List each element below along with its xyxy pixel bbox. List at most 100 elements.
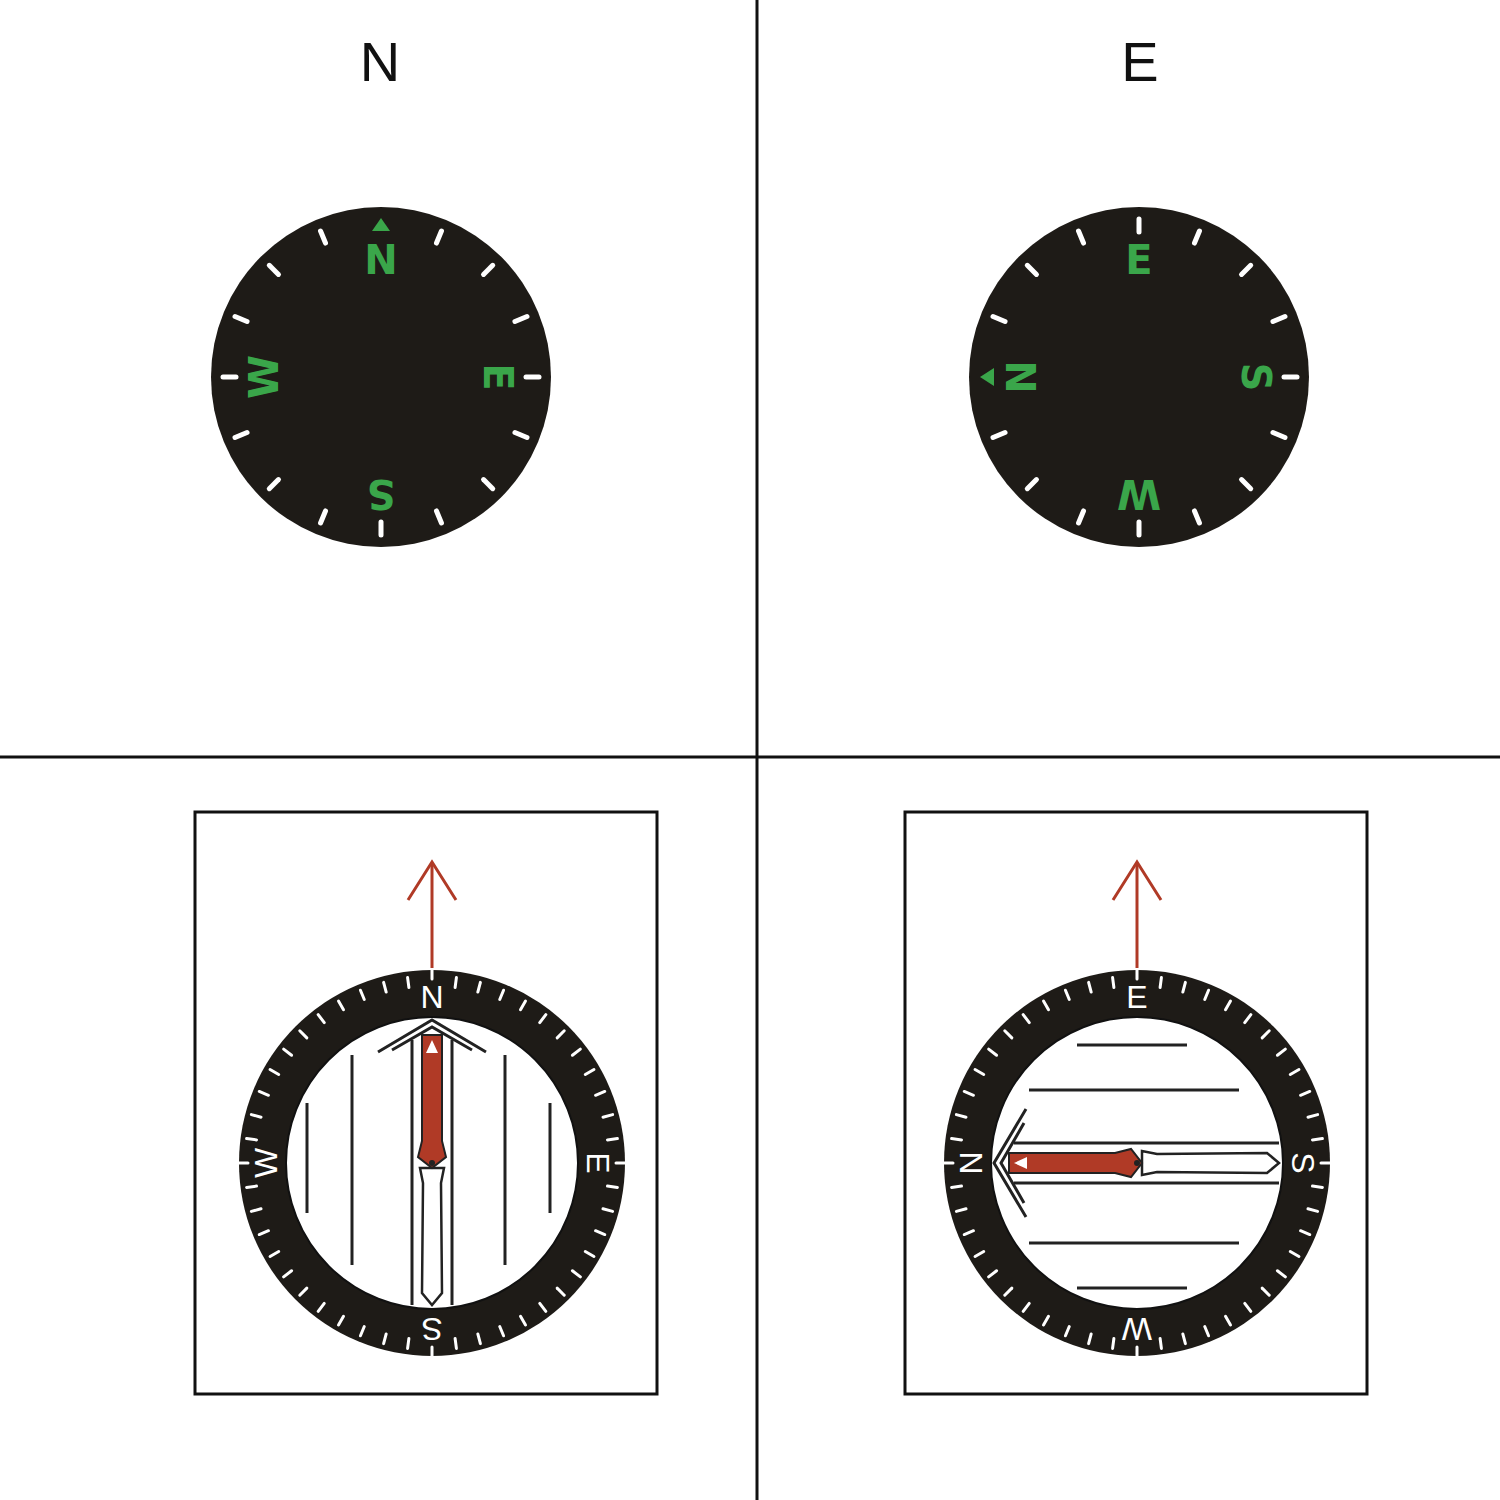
tick-mark — [379, 522, 384, 535]
tick-mark — [993, 317, 1005, 322]
tick-mark — [235, 317, 247, 322]
tick-mark — [956, 1115, 966, 1118]
dial-face — [211, 207, 551, 547]
index-mark — [1136, 970, 1139, 979]
index-mark — [944, 1162, 953, 1165]
tick-mark — [1044, 1001, 1049, 1010]
tick-mark — [251, 1115, 261, 1118]
tick-mark — [384, 982, 387, 992]
tick-mark — [235, 432, 247, 437]
tick-mark — [1308, 1115, 1318, 1118]
tick-mark — [500, 990, 504, 999]
tick-mark — [270, 1070, 279, 1075]
tick-mark — [607, 1139, 617, 1140]
tick-mark — [1160, 978, 1161, 988]
cardinal-letter: N — [955, 1151, 987, 1174]
tick-mark — [259, 1231, 268, 1235]
tick-mark — [339, 1001, 344, 1010]
tick-mark — [1023, 1015, 1029, 1023]
index-mark — [1321, 1162, 1330, 1165]
tick-mark — [500, 1327, 504, 1336]
cardinal-letter: E — [478, 363, 518, 390]
tick-mark — [300, 1288, 307, 1295]
tick-mark — [540, 1015, 546, 1023]
tick-mark — [1137, 219, 1142, 232]
tick-mark — [1273, 317, 1285, 322]
tick-mark — [1273, 432, 1285, 437]
tick-mark — [521, 1001, 526, 1010]
tick-mark — [1160, 1338, 1161, 1348]
tick-mark — [284, 1049, 292, 1055]
tick-mark — [515, 432, 527, 437]
tick-mark — [572, 1271, 580, 1277]
tick-mark — [585, 1252, 594, 1257]
tick-mark — [1027, 480, 1036, 489]
tick-mark — [484, 480, 493, 489]
tick-mark — [455, 1338, 456, 1348]
cardinal-letter: E — [1126, 981, 1147, 1013]
tick-mark — [321, 231, 326, 243]
divider-line — [756, 0, 759, 1500]
quadrant-heading: E — [1121, 34, 1158, 90]
tick-mark — [1113, 978, 1114, 988]
tick-mark — [1183, 982, 1186, 992]
cardinal-letter: W — [1122, 1313, 1152, 1345]
tick-mark — [989, 1271, 997, 1277]
tick-mark — [964, 1231, 973, 1235]
tick-mark — [1079, 511, 1084, 523]
tick-mark — [247, 1139, 257, 1140]
tick-mark — [455, 978, 456, 988]
tick-mark — [540, 1303, 546, 1311]
tick-mark — [989, 1049, 997, 1055]
tick-mark — [975, 1070, 984, 1075]
tick-mark — [318, 1303, 324, 1311]
compass-needle — [307, 1020, 550, 1305]
tick-mark — [1205, 1327, 1209, 1336]
tick-mark — [1277, 1049, 1285, 1055]
index-mark — [1136, 1347, 1139, 1356]
tick-mark — [1065, 1327, 1069, 1336]
cardinal-letter: S — [1236, 363, 1276, 392]
tick-mark — [1027, 265, 1036, 274]
tick-mark — [585, 1070, 594, 1075]
tick-mark — [484, 265, 493, 274]
direction-arrow — [408, 862, 1161, 968]
cardinal-letter: W — [1117, 474, 1161, 514]
tick-mark — [1089, 1334, 1092, 1344]
tick-mark — [1262, 1031, 1269, 1038]
tick-mark — [436, 511, 441, 523]
tick-mark — [557, 1288, 564, 1295]
bezel — [944, 970, 1330, 1356]
tick-mark — [572, 1049, 580, 1055]
tick-mark — [526, 375, 539, 380]
cardinal-letter: E — [582, 1152, 614, 1173]
tick-mark — [975, 1252, 984, 1257]
bezel — [239, 970, 625, 1356]
tick-mark — [251, 1209, 261, 1212]
cardinal-letter: N — [364, 240, 397, 280]
tick-mark — [1113, 1338, 1114, 1348]
tick-mark — [318, 1015, 324, 1023]
tick-mark — [1205, 990, 1209, 999]
tick-mark — [1290, 1070, 1299, 1075]
tick-mark — [521, 1316, 526, 1325]
tick-mark — [1312, 1139, 1322, 1140]
tick-mark — [1065, 990, 1069, 999]
dial-face — [969, 207, 1309, 547]
tick-mark — [408, 1338, 409, 1348]
compass-baseplate — [905, 812, 1367, 1394]
tick-mark — [515, 317, 527, 322]
cardinal-letter: N — [420, 981, 443, 1013]
tick-mark — [408, 978, 409, 988]
tick-mark — [1005, 1288, 1012, 1295]
tick-mark — [1277, 1271, 1285, 1277]
tick-mark — [1226, 1001, 1231, 1010]
tick-mark — [478, 1334, 481, 1344]
tick-mark — [223, 375, 236, 380]
tick-mark — [952, 1139, 962, 1140]
capsule — [991, 1017, 1283, 1309]
tick-mark — [1194, 511, 1199, 523]
tick-mark — [270, 1252, 279, 1257]
